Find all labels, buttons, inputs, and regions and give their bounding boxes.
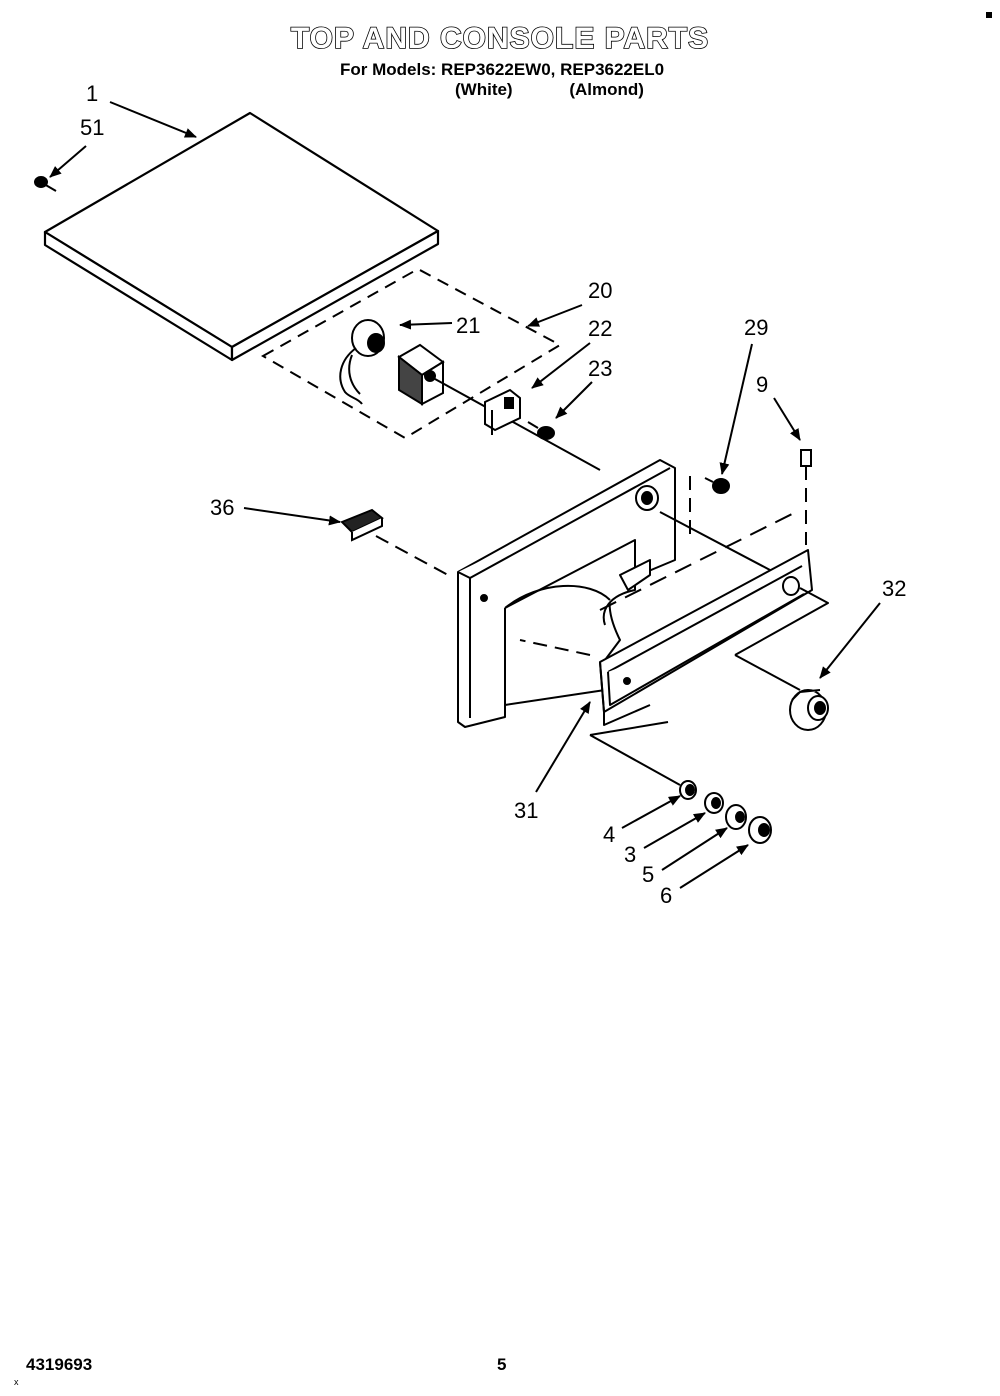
motor-21 xyxy=(339,319,385,405)
callout-36: 36 xyxy=(210,495,234,520)
washer-4 xyxy=(679,780,697,800)
color-variants: (White) (Almond) xyxy=(455,80,644,100)
document-code: 4319693 xyxy=(26,1355,93,1374)
nut-3 xyxy=(704,792,724,814)
callout-20: 20 xyxy=(588,278,612,303)
console-panel-31 xyxy=(457,459,801,728)
diagram-title: TOP AND CONSOLE PARTS xyxy=(290,21,710,56)
screw-51 xyxy=(34,176,57,192)
variant-white: (White) xyxy=(455,80,513,99)
callout-32: 32 xyxy=(882,576,906,601)
models-line: For Models: REP3622EW0, REP3622EL0 xyxy=(340,60,665,79)
callout-31: 31 xyxy=(514,798,538,823)
corner-mark xyxy=(986,12,992,18)
callout-5: 5 xyxy=(642,862,654,887)
top-panel xyxy=(43,111,440,362)
page-number: 5 xyxy=(497,1355,507,1374)
timer-block xyxy=(397,343,601,471)
callout-51: 51 xyxy=(80,115,104,140)
switch-36 xyxy=(340,508,449,576)
callout-6: 6 xyxy=(660,883,672,908)
screw-29 xyxy=(704,477,730,494)
callout-29: 29 xyxy=(744,315,768,340)
control-panel-bar xyxy=(519,549,829,786)
callout-21: 21 xyxy=(456,313,480,338)
knob-32 xyxy=(789,689,829,731)
callout-1: 1 xyxy=(86,81,98,106)
callout-3: 3 xyxy=(624,842,636,867)
bracket-22 xyxy=(484,388,521,435)
leader-lines xyxy=(49,101,881,889)
knob-skirt-6 xyxy=(748,816,772,844)
callout-22: 22 xyxy=(588,316,612,341)
callout-9: 9 xyxy=(756,372,768,397)
knob-5 xyxy=(725,804,747,830)
callout-labels: 1 51 20 21 22 23 29 9 36 32 31 4 3 5 6 xyxy=(80,81,906,908)
screw-9 xyxy=(800,449,812,545)
corner-x-mark: x xyxy=(14,1377,19,1387)
variant-almond: (Almond) xyxy=(569,80,644,99)
callout-23: 23 xyxy=(588,356,612,381)
callout-4: 4 xyxy=(603,822,615,847)
screw-23 xyxy=(527,421,555,440)
